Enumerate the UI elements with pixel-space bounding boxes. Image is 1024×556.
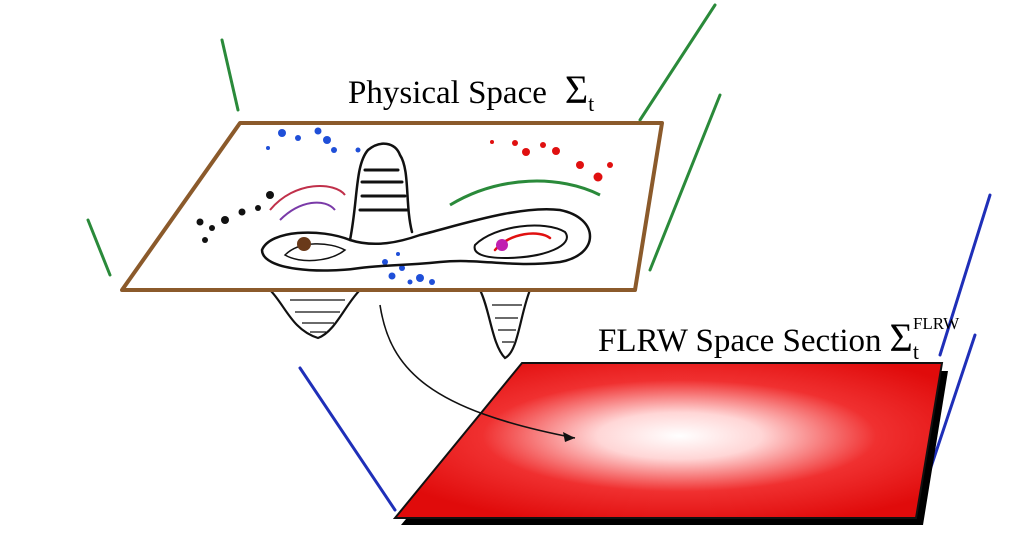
physical-space-text: Physical Space [348, 75, 547, 111]
arrow-head-icon [563, 432, 575, 442]
blue-dust [266, 127, 435, 285]
flrw-sigma-subscript: t [912, 339, 919, 364]
arc-green [449, 179, 601, 207]
frame-line-top-right [638, 3, 717, 122]
brown-blob [297, 237, 311, 251]
flrw-space-plane [392, 362, 948, 525]
sigma-subscript: t [588, 91, 595, 116]
red-dust [490, 140, 613, 182]
frame-line-lower-right [938, 193, 992, 357]
magenta-blob [496, 239, 508, 251]
gravity-well-left [269, 289, 361, 340]
arc-red [269, 185, 346, 211]
frame-line-bottom-right [648, 93, 722, 272]
flrw-sigma-superscript: FLRW [912, 314, 960, 333]
physical-space-plane [120, 121, 664, 292]
flrw-sigma-symbol: Σ [889, 315, 913, 360]
flrw-space-text: FLRW Space Section [598, 323, 882, 359]
sigma-symbol: Σ [564, 67, 589, 112]
frame-line-bottom-left [86, 218, 112, 277]
gravity-wells [269, 289, 532, 360]
frame-line-lower-left [298, 366, 397, 512]
arc-purple [279, 201, 336, 221]
frame-line-top-left [220, 38, 240, 112]
mapping-arrow [379, 304, 576, 442]
physical-space-label: Physical Space Σt [348, 66, 595, 116]
gravity-well-right [479, 289, 532, 360]
black-dust [196, 191, 274, 243]
upper-frame-lines [86, 3, 722, 277]
